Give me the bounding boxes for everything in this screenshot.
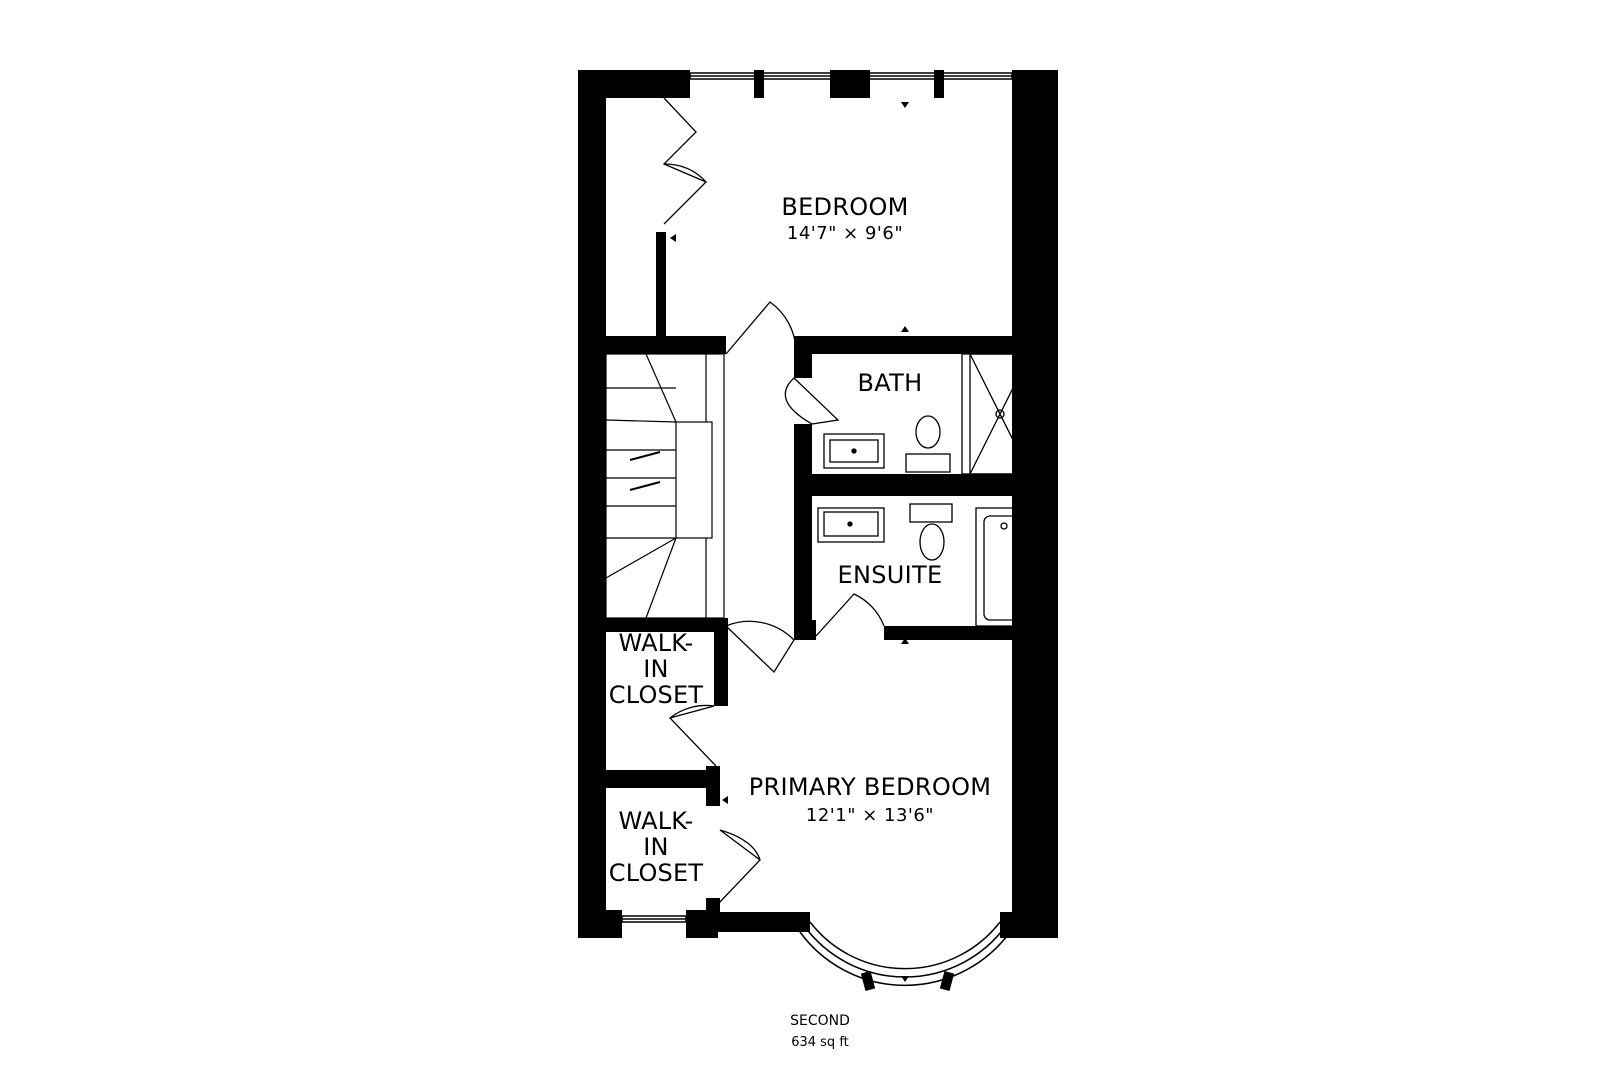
primary-bedroom-dimensions: 12'1" × 13'6" [805,805,935,826]
interior-walls [606,232,1030,912]
floor-name: SECOND [790,1013,850,1029]
closet-upper-line-3: CLOSET [608,681,704,709]
bay-window [809,921,1001,970]
closet-lower-line-3: CLOSET [608,859,704,887]
ensuite-fixtures [817,503,1031,627]
bottom-wall-left [578,910,622,938]
staircase [605,353,725,619]
primary-bedroom-name: PRIMARY BEDROOM [748,773,992,801]
bath-toilet [915,415,941,449]
closet-upper-right-wall [714,632,728,706]
wall-bedroom-bath [794,336,1030,354]
bath-name: BATH [857,369,923,397]
dimension-markers [670,102,1028,982]
windows [621,70,1013,991]
ensuite-name: ENSUITE [837,561,943,589]
exterior-walls [578,70,1058,938]
bottom-wall-mid [686,910,718,938]
walk-in-closet-lower: WALK- IN CLOSET [600,808,712,886]
left-exterior-wall [578,70,606,938]
doors [662,97,885,905]
wall-stair-closet [606,618,728,632]
top-wall-left [578,70,690,98]
closet-lower-line-1: WALK- [618,807,694,835]
bedroom-name: BEDROOM [781,193,909,221]
closet-upper-line-1: WALK- [618,629,694,657]
bedroom-closet-wall [656,232,666,336]
floor-area: 634 sq ft [791,1035,849,1050]
bath-left-wall [794,424,812,640]
bedroom-dimensions: 14'7" × 9'6" [786,223,904,244]
wall-bedroom-stair [606,336,726,354]
bath-sink [823,433,885,469]
bottom-wall-bay-left [718,912,810,932]
closet-lower-line-2: IN [643,833,669,861]
wall-closet-closet [606,770,716,788]
bath-fixtures [823,353,1031,475]
ensuite-toilet [909,503,953,523]
closet-lower-right-wall [706,766,720,806]
walk-in-closet-upper: WALK- IN CLOSET [600,630,712,708]
bath-left-wall-top [794,354,812,378]
wall-bath-ensuite [812,474,1030,496]
right-wall-inner [1012,70,1034,938]
ensuite-bathtub [975,507,1031,627]
wall-ensuite-primary [884,626,1030,640]
ensuite-sink [817,507,885,543]
right-exterior-wall [1030,70,1058,938]
closet-upper-line-2: IN [643,655,669,683]
